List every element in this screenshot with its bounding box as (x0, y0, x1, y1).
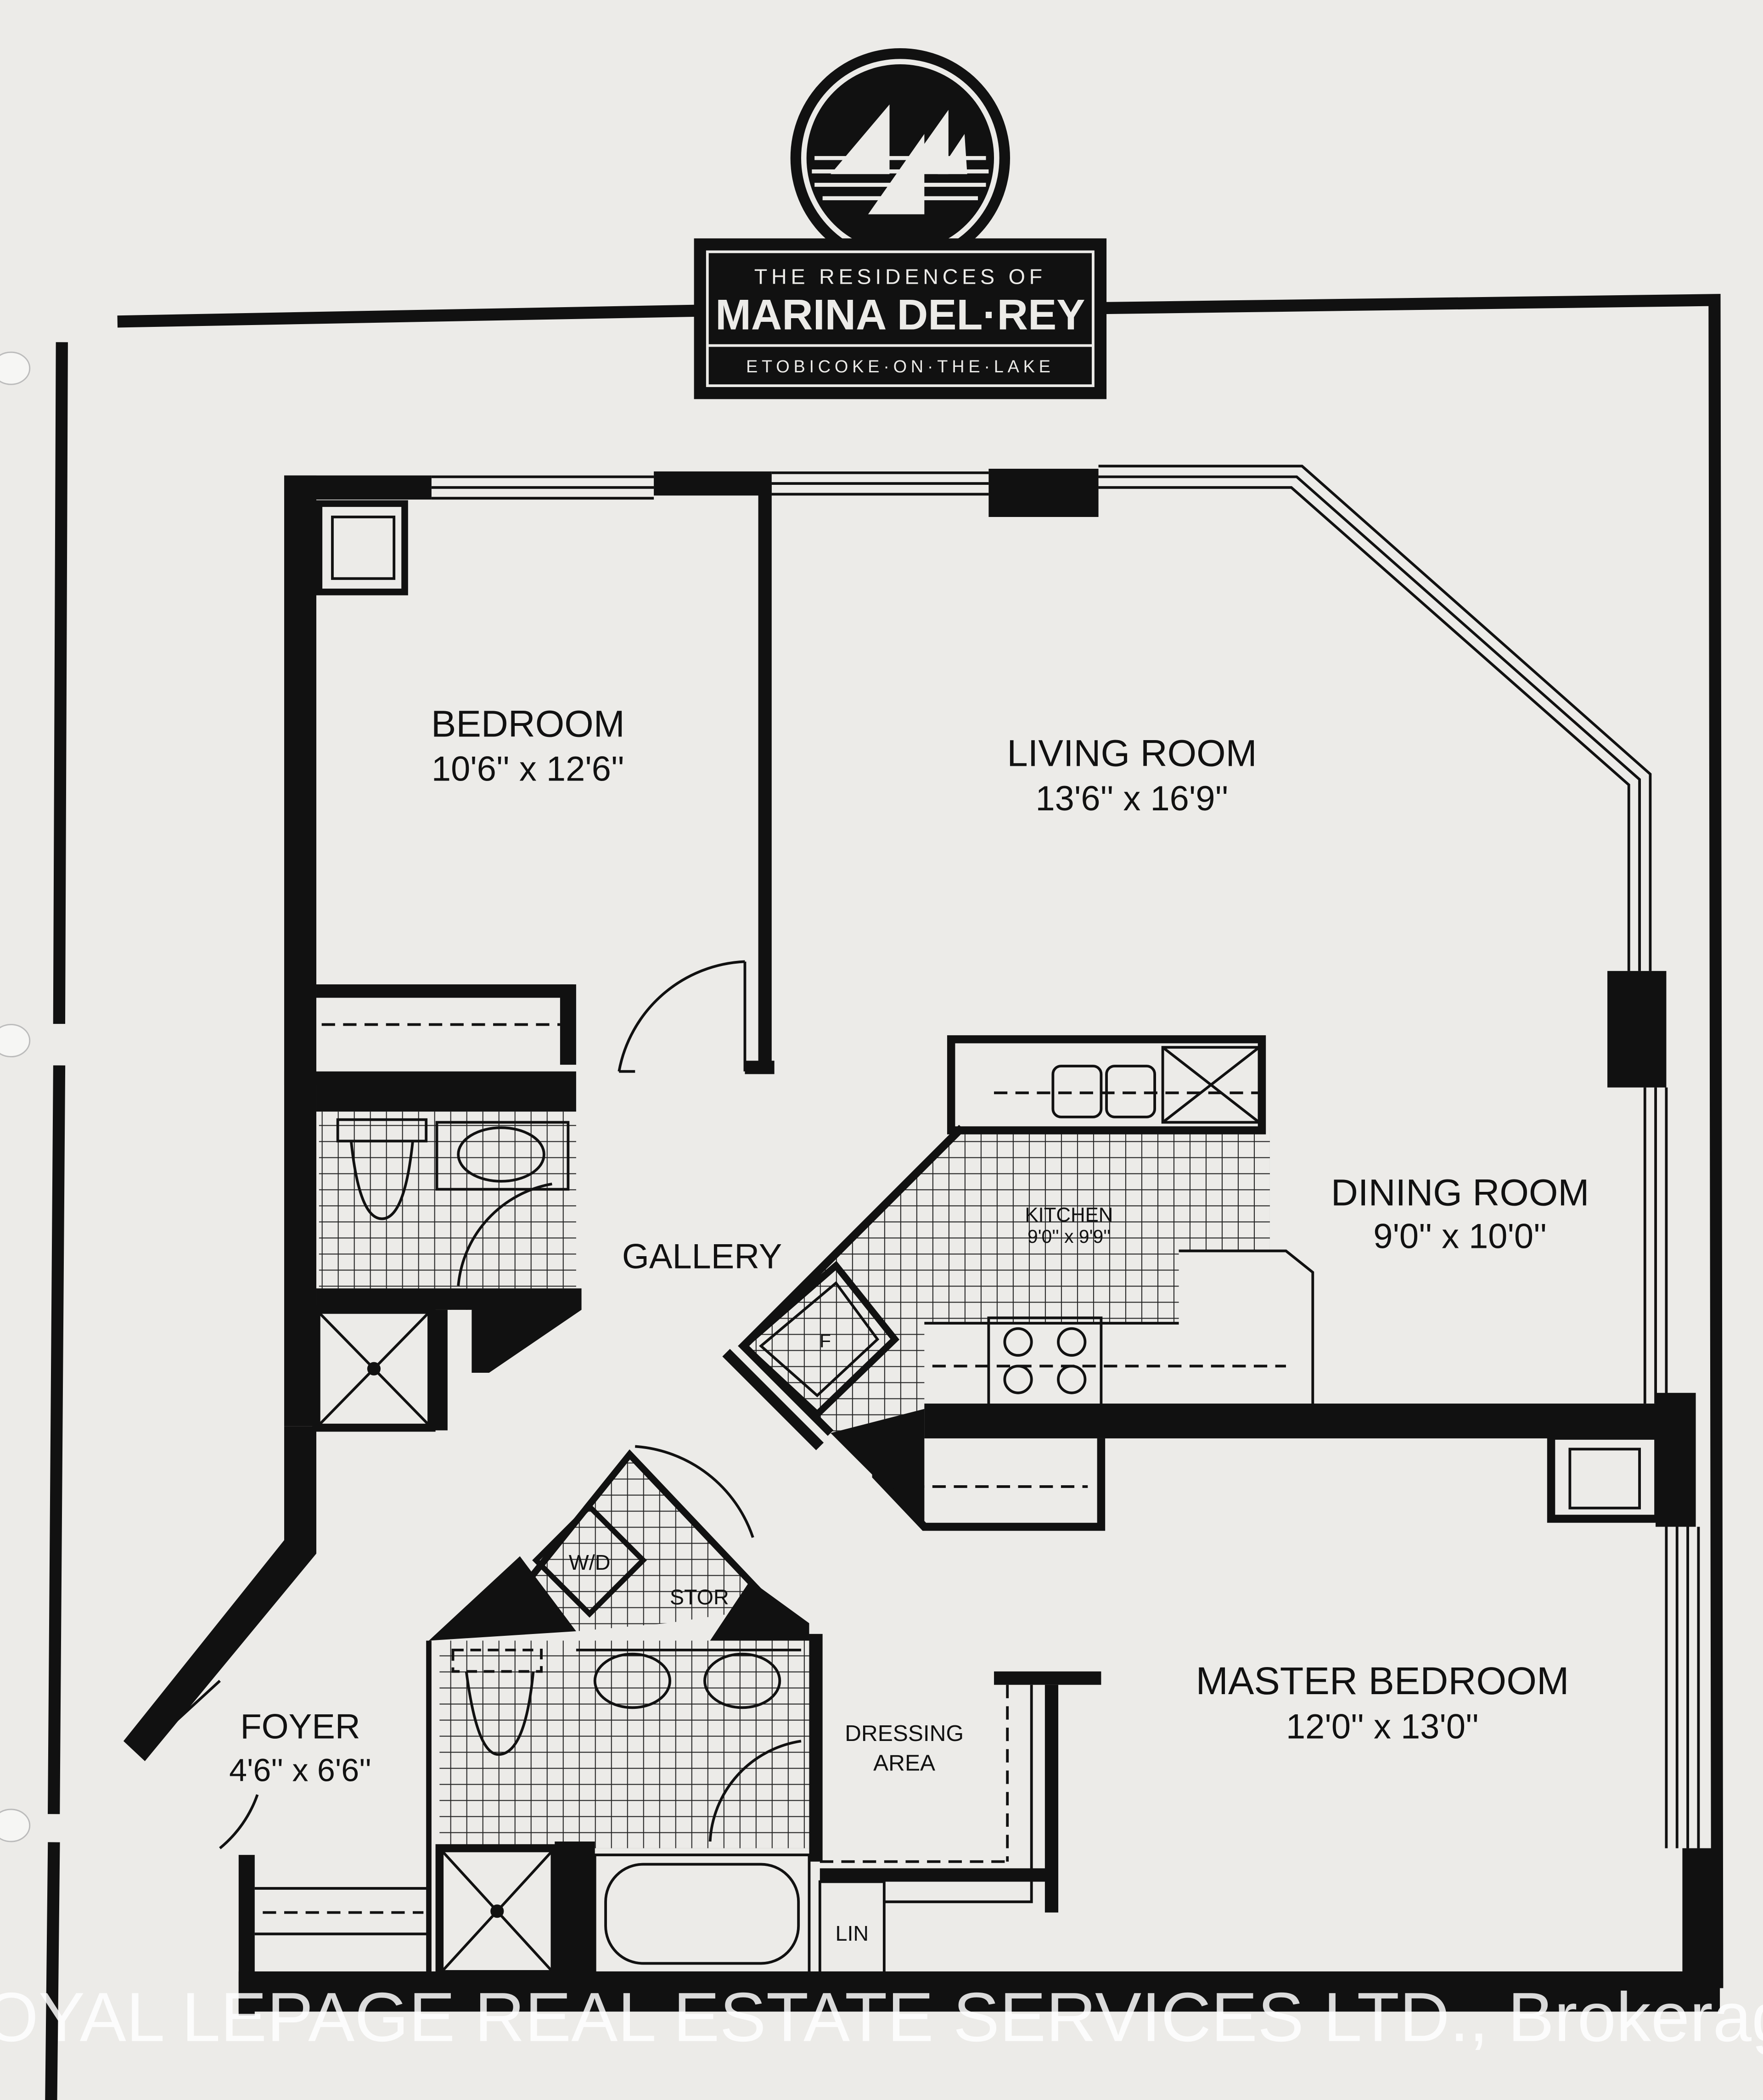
master-bedroom-name: MASTER BEDROOM (1196, 1659, 1569, 1702)
linework (138, 465, 1718, 1984)
living-room-size: 13'6'' x 16'9'' (1036, 779, 1229, 818)
foyer-size: 4'6'' x 6'6'' (229, 1752, 371, 1788)
bedroom-size: 10'6'' x 12'6'' (432, 750, 624, 789)
logo-line-3: ETOBICOKE·ON·THE·LAKE (746, 357, 1055, 376)
foyer-name: FOYER (240, 1707, 360, 1746)
bedroom-name: BEDROOM (431, 703, 625, 745)
fridge-label: F (820, 1331, 831, 1352)
dining-room-size: 9'0'' x 10'0'' (1373, 1217, 1547, 1256)
page-frame (45, 294, 1724, 2100)
storage-label: STOR (670, 1585, 729, 1609)
binder-holes (0, 351, 31, 1842)
dressing-area-line-2: AREA (873, 1750, 935, 1775)
linen-closet-label: LIN (836, 1921, 869, 1945)
gallery-name: GALLERY (622, 1237, 782, 1276)
living-room-name: LIVING ROOM (1007, 733, 1257, 775)
room-labels: BEDROOM 10'6'' x 12'6'' LIVING ROOM 13'6… (229, 703, 1589, 1945)
marina-del-rey-logo: THE RESIDENCES OF MARINA DEL·REY ETOBICO… (694, 48, 1107, 399)
kitchen-name: KITCHEN (1025, 1203, 1113, 1226)
dressing-area-line-1: DRESSING (845, 1720, 964, 1746)
logo-line-2: MARINA DEL·REY (715, 291, 1085, 339)
brokerage-watermark: ROYAL LEPAGE REAL ESTATE SERVICES LTD., … (0, 1979, 1763, 2056)
logo-line-1: THE RESIDENCES OF (754, 264, 1046, 288)
master-bedroom-size: 12'0'' x 13'0'' (1286, 1707, 1479, 1746)
kitchen-size: 9'0'' x 9'9'' (1027, 1226, 1111, 1247)
walls (123, 468, 1720, 2016)
dining-room-name: DINING ROOM (1331, 1172, 1589, 1213)
washer-dryer-label: W/D (569, 1550, 611, 1574)
